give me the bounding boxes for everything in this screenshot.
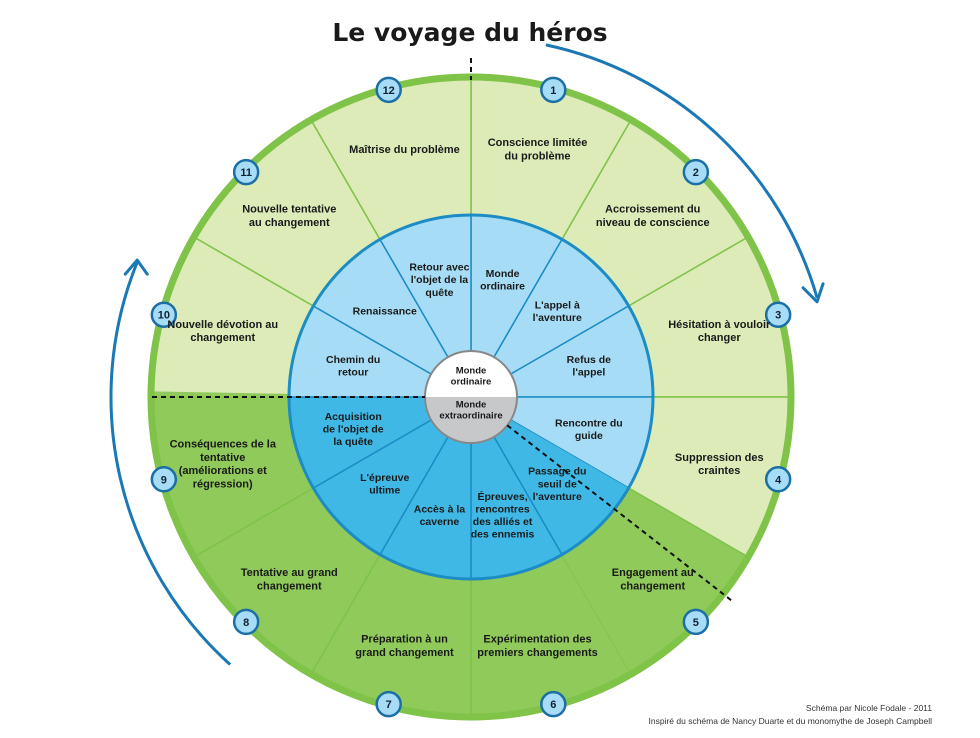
outer-sector-edge [151,391,290,397]
diagonal-dash-line [506,424,732,601]
arrow-head-left [123,258,149,276]
step-badge-12: 12 [375,76,402,104]
center-circle [424,350,518,444]
step-badge-9: 9 [150,466,178,493]
badge-number: 9 [161,474,167,486]
arrow-head-right [801,282,825,304]
badge-circle [375,76,402,104]
step-badge-6: 6 [540,690,567,718]
badge-number: 7 [386,699,392,711]
credit-inspiration: Inspiré du schéma de Nancy Duarte et du … [648,716,933,726]
badge-number: 10 [158,310,170,322]
badge-number: 1 [550,85,556,97]
outer-sector-dark-part [562,525,698,675]
diagram-title: Le voyage du héros [332,18,608,47]
step-badge-1: 1 [540,76,567,104]
badge-number: 2 [693,167,699,179]
arrow-clockwise-right [545,43,819,299]
badge-number: 11 [240,167,252,179]
badge-circle [375,690,402,718]
badge-circle [682,608,710,636]
step-badge-11: 11 [232,158,260,186]
step-badge-4: 4 [764,466,792,493]
inner-stage-label: Renaissance [353,306,417,318]
step-badge-10: 10 [150,301,178,328]
direction-arrows [109,43,825,666]
outer-step-label: Maîtrise du problème [349,144,460,156]
step-badge-3: 3 [764,301,792,328]
badge-circle [150,301,178,328]
badge-circle [540,690,567,718]
badge-circle [764,301,792,328]
badge-circle [764,466,792,493]
center-top [425,351,517,397]
badge-number: 3 [775,310,781,322]
badge-number: 5 [693,617,699,629]
badge-circle [150,466,178,493]
step-badge-8: 8 [232,608,260,636]
step-badge-7: 7 [375,690,402,718]
step-badge-2: 2 [682,158,710,186]
badge-number: 8 [243,617,249,629]
badge-number: 4 [775,474,782,486]
inner-sector-dark-part [503,420,629,526]
outer-ring [147,73,795,721]
badge-circle [540,76,567,104]
step-badge-5: 5 [682,608,710,636]
divider-lines [152,58,732,601]
badge-circle [232,158,260,186]
credit-author: Schéma par Nicole Fodale - 2011 [806,703,932,713]
badge-circle [232,608,260,636]
badge-number: 6 [550,699,556,711]
badge-circle [682,158,710,186]
badge-number: 12 [383,85,395,97]
arrow-clockwise-left [109,261,232,666]
center-bottom [425,397,517,443]
